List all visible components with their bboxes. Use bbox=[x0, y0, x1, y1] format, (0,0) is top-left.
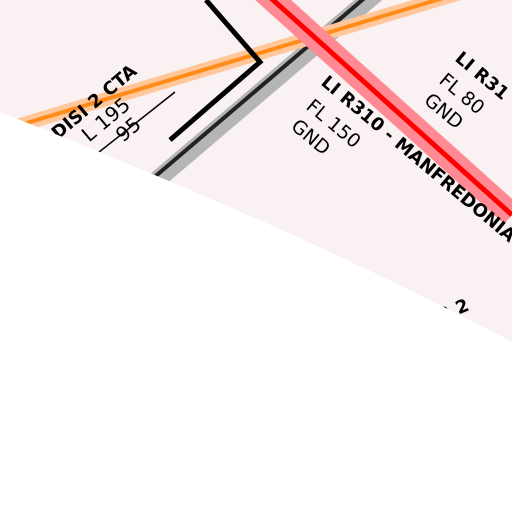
grey-airway-line bbox=[142, 0, 366, 188]
blank-area bbox=[0, 112, 512, 512]
orange-route-line bbox=[0, 0, 444, 133]
restricted-boundary-line bbox=[269, 0, 512, 217]
cta-label-box bbox=[168, 0, 264, 142]
